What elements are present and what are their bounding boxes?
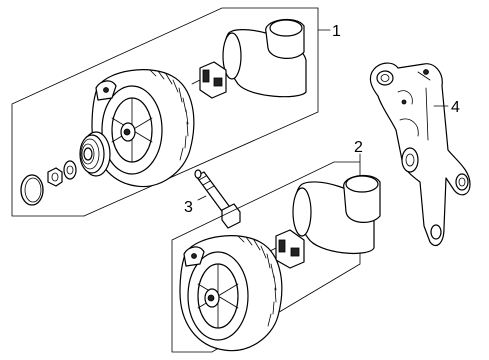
cover-2-icon (292, 174, 381, 255)
regulator-2-icon (267, 229, 305, 269)
assembly-1-frame (11, 7, 319, 217)
callout-3: 3 (184, 199, 193, 216)
washer-icon (63, 160, 77, 180)
bolt-icon (194, 169, 241, 229)
cover-icon (222, 18, 307, 98)
bolt-group: 3 (184, 169, 241, 229)
alternator-1-icon (91, 69, 195, 188)
assembly-2-group: 2 (171, 139, 381, 353)
snap-ring-icon (20, 174, 44, 206)
assembly-2-frame (171, 161, 361, 353)
nut-icon (47, 167, 63, 187)
regulator-icon (191, 61, 227, 99)
callout-1: 1 (332, 23, 341, 40)
bracket-icon (369, 62, 471, 247)
pulley-icon (79, 131, 111, 177)
callout-2: 2 (354, 139, 363, 156)
bracket-group: 4 (369, 62, 471, 247)
callout-4: 4 (451, 99, 460, 116)
assembly-1-group: 1 (11, 7, 341, 217)
alternator-2-icon (179, 235, 283, 352)
callout-3-leader (197, 195, 207, 201)
